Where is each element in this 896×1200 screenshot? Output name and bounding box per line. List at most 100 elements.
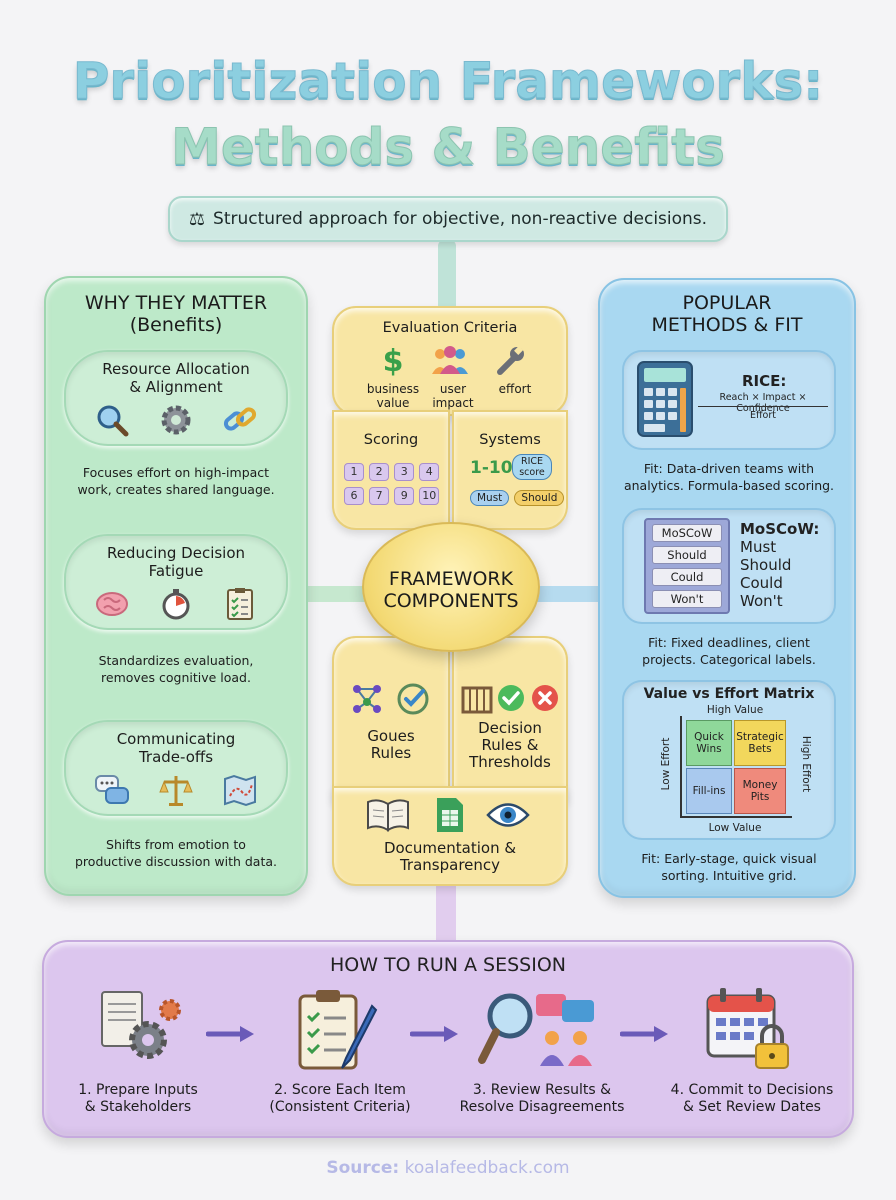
fit-line: Fit: Early-stage, quick visual xyxy=(641,851,817,866)
systems-range: 1-10 xyxy=(470,458,513,478)
scale-icon: ⚖ xyxy=(188,208,206,230)
session-title: HOW TO RUN A SESSION xyxy=(329,954,567,976)
score-number: 3 xyxy=(394,463,415,481)
step-line: 3. Review Results & xyxy=(472,1082,612,1098)
criteria-label-line: value xyxy=(376,396,410,410)
speech-bubbles-icon xyxy=(94,772,130,812)
evaluation-criteria-card xyxy=(332,306,568,416)
session-step-3: 3. Review Results & Resolve Disagreement… xyxy=(442,1082,642,1116)
balance-scale-icon xyxy=(158,772,194,812)
documentation-label: Documentation & Transparency xyxy=(332,840,568,874)
goues-rules-card xyxy=(332,636,450,802)
rice-badge-line: RICE xyxy=(520,456,544,467)
matrix-right-label: High Effort xyxy=(800,735,812,793)
must-should-pills: Must Should xyxy=(470,486,565,506)
matrix-cell-line: Pits xyxy=(750,791,770,803)
fit-line: projects. Categorical labels. xyxy=(642,652,816,667)
benefit-desc-line: productive discussion with data. xyxy=(75,854,277,869)
step-line: 1. Prepare Inputs xyxy=(78,1082,198,1098)
hub-title-line: FRAMEWORK xyxy=(388,568,514,590)
matrix-top-label: High Value xyxy=(706,704,764,716)
book-icon xyxy=(366,796,410,836)
fit-line: Fit: Data-driven teams with xyxy=(643,461,815,476)
score-number: 4 xyxy=(419,463,440,481)
calendar-lock-icon xyxy=(704,986,794,1076)
rice-score-badge: RICE score xyxy=(512,454,552,480)
why-title-line-1: WHY THEY MATTER xyxy=(84,292,268,314)
benefit-title-line: Resource Allocation xyxy=(102,360,250,378)
moscow-label: MoSCoW: xyxy=(740,520,820,538)
must-pill: Must xyxy=(470,490,510,506)
step-line: Resolve Disagreements xyxy=(459,1099,625,1115)
source-link[interactable]: koalafeedback.com xyxy=(404,1158,570,1178)
benefit-title-line: Trade-offs xyxy=(138,748,214,766)
chain-link-icon xyxy=(222,402,258,442)
moscow-item: Won't xyxy=(740,592,783,610)
clipboard-pen-icon xyxy=(294,988,384,1076)
matrix-cell-line: Strategic xyxy=(736,731,784,743)
rice-badge-line: score xyxy=(519,467,545,478)
arrow-right-icon xyxy=(205,1024,256,1044)
benefit-desc-resource: Focuses effort on high-impact work, crea… xyxy=(54,464,298,498)
benefit-desc-tradeoffs: Shifts from emotion to productive discus… xyxy=(54,836,298,870)
matrix-cell-fill-ins: Fill-ins xyxy=(686,768,732,814)
criteria-business-value: business value xyxy=(358,382,428,410)
benefit-card-tradeoffs: Communicating Trade-offs xyxy=(64,720,288,816)
score-number: 1 xyxy=(344,463,364,481)
benefit-title-line: & Alignment xyxy=(129,378,223,396)
subtitle-text: Structured approach for objective, non-r… xyxy=(213,209,708,229)
map-icon xyxy=(222,772,258,812)
moscow-stack-button: Won't xyxy=(652,590,722,608)
benefit-desc-line: Focuses effort on high-impact xyxy=(82,465,270,480)
moscow-fit: Fit: Fixed deadlines, client projects. C… xyxy=(612,634,846,668)
eye-icon xyxy=(486,800,530,834)
goues-rules-label: Goues Rules xyxy=(332,728,450,762)
matrix-axis-y xyxy=(680,716,682,818)
decision-rules-label: Decision Rules & Thresholds xyxy=(452,720,568,771)
methods-title: POPULAR METHODS & FIT xyxy=(598,292,856,336)
matrix-cell-strategic-bets: Strategic Bets xyxy=(734,720,786,766)
systems-title: Systems xyxy=(479,432,541,448)
fit-line: sorting. Intuitive grid. xyxy=(661,868,797,883)
source-footer: Source: koalafeedback.com xyxy=(0,1158,896,1178)
fit-line: Fit: Fixed deadlines, client xyxy=(648,635,810,650)
rice-numerator: Reach × Impact × Confidence xyxy=(719,392,807,414)
step-line: & Set Review Dates xyxy=(683,1099,821,1115)
why-title: WHY THEY MATTER (Benefits) xyxy=(44,292,308,336)
wrench-icon xyxy=(494,344,526,380)
criteria-effort: effort xyxy=(480,382,550,396)
benefit-card-fatigue: Reducing Decision Fatigue xyxy=(64,534,288,630)
session-step-2: 2. Score Each Item (Consistent Criteria) xyxy=(240,1082,440,1116)
decision-line: Thresholds xyxy=(469,753,551,771)
step-line: & Stakeholders xyxy=(84,1099,192,1115)
moscow-item: Could xyxy=(740,574,783,592)
matrix-title: Value vs Effort Matrix xyxy=(643,686,815,702)
scoring-title: Scoring xyxy=(363,432,419,448)
benefit-title-line: Reducing Decision xyxy=(106,544,246,562)
benefit-desc-fatigue: Standardizes evaluation, removes cogniti… xyxy=(54,652,298,686)
gear-icon xyxy=(158,402,194,442)
title-line-1: Prioritization Frameworks: xyxy=(72,52,824,111)
moscow-item: Must xyxy=(740,538,777,556)
session-step-4: 4. Commit to Decisions & Set Review Date… xyxy=(652,1082,852,1116)
arrow-right-icon xyxy=(619,1024,670,1044)
review-discussion-icon xyxy=(476,986,606,1076)
check-green-icon xyxy=(496,683,526,717)
moscow-item: Should xyxy=(740,556,792,574)
rice-label: RICE: xyxy=(742,372,787,390)
benefit-desc-line: Shifts from emotion to xyxy=(106,837,246,852)
score-number: 6 xyxy=(344,487,364,505)
benefit-desc-line: Standardizes evaluation, xyxy=(98,653,254,668)
benefit-card-resource: Resource Allocation & Alignment xyxy=(64,350,288,446)
benefit-title-line: Fatigue xyxy=(148,562,204,580)
decision-rules-card xyxy=(452,636,568,802)
hub-title: FRAMEWORK COMPONENTS xyxy=(362,568,540,612)
dollar-icon: $ xyxy=(380,344,406,380)
benefit-desc-line: removes cognitive load. xyxy=(101,670,251,685)
fit-line: analytics. Formula-based scoring. xyxy=(623,478,835,493)
subtitle-banner: ⚖ Structured approach for objective, non… xyxy=(168,196,728,242)
decision-line: Decision xyxy=(478,719,542,737)
cross-red-icon xyxy=(530,683,560,717)
stopwatch-icon xyxy=(158,586,194,626)
magnifier-icon xyxy=(94,402,130,442)
